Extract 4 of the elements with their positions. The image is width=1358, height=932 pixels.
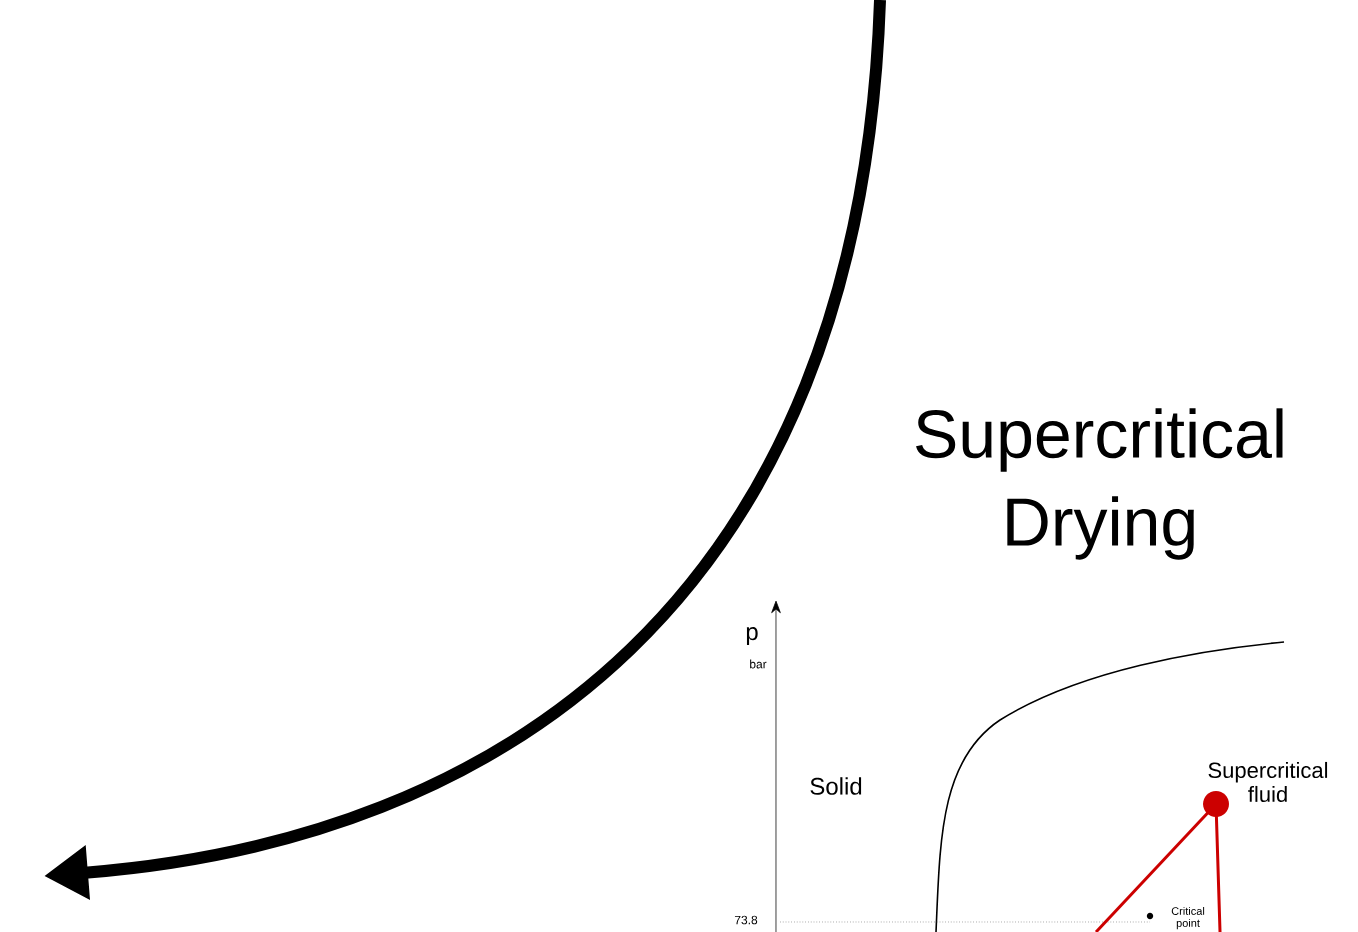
- title: Supercritical Drying: [916, 408, 1283, 560]
- axis-label: p: [746, 627, 758, 645]
- region-label: Solid: [810, 777, 862, 795]
- region-label: Supercritical fluid: [1208, 761, 1328, 803]
